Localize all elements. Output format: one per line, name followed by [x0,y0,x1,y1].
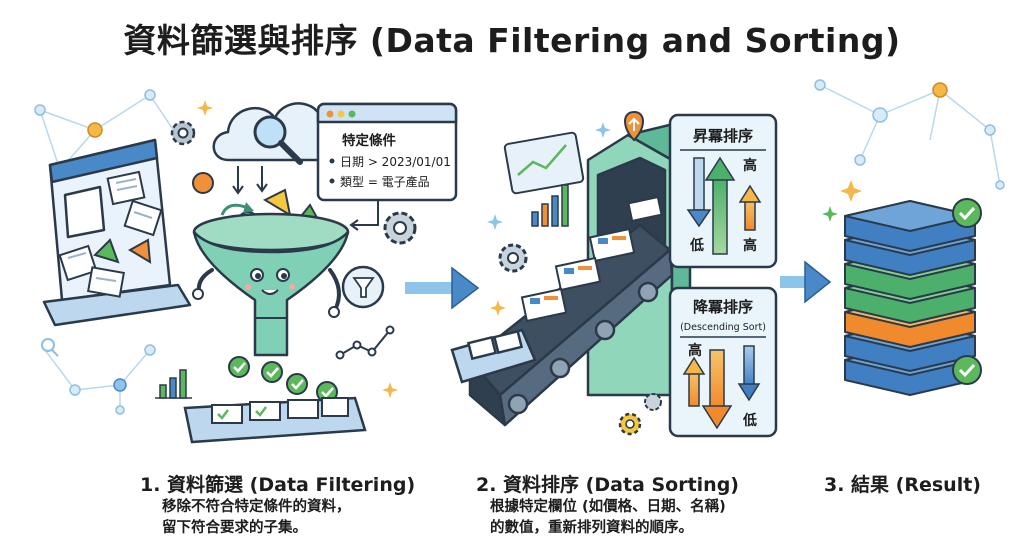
gear-icon [644,393,662,411]
ascending-high-label: 高 [743,157,757,174]
descending-subheading: (Descending Sort) [680,322,766,333]
step-2-line-1: 根據特定欄位 (如價格、日期、名稱) [490,499,726,515]
step-2-line-2: 的數值，重新排列資料的順序。 [490,520,693,536]
step-1-line-2: 留下符合要求的子集。 [162,520,307,536]
gear-icon [170,120,196,146]
ascending-sort-panel [668,113,778,269]
funnel-mascot-illustration [192,188,350,357]
step-3-heading: 3. 結果 (Result) [824,474,981,496]
filter-card-heading: 特定條件 [342,132,396,149]
checkmark-icon [952,198,982,385]
bar-chart-icon [531,184,569,227]
gear-icon [383,211,417,245]
page-title: 資料篩選與排序 (Data Filtering and Sorting) [123,21,901,60]
filter-condition-type: 類型 = 電子產品 [340,174,430,189]
step-1-line-1: 移除不符合特定條件的資料， [162,499,351,515]
sorted-data-card [520,195,663,323]
step-2-description: 根據特定欄位 (如價格、日期、名稱) 的數值，重新排列資料的順序。 [490,497,726,539]
step-1-description: 移除不符合特定條件的資料， 留下符合要求的子集。 [162,497,351,539]
filter-condition-card [316,102,458,231]
checkmark-icon [228,356,338,403]
descending-low-label: 低 [742,412,757,429]
result-data-stack [844,200,976,396]
network-decoration-left [39,94,181,171]
filtered-data-tray [183,396,367,444]
network-decoration-bottom-left [44,349,151,410]
cloud-search-icon [212,102,338,165]
gear-icon [498,243,528,273]
descending-high-label: 高 [688,342,702,359]
descending-sort-panel [668,286,778,438]
gear-icon [618,412,642,436]
upload-pin-icon [624,110,644,142]
trend-line-icon [339,329,391,356]
ascending-low-label: 低 [689,237,704,254]
step-1-heading: 1. 資料篩選 (Data Filtering) [140,474,416,496]
ascending-high-label-2: 高 [743,237,757,254]
magnifier-small-icon [41,338,59,357]
flow-arrow-2 [780,260,832,304]
descending-heading: 降冪排序 [693,298,753,316]
flow-arrow-1 [405,266,480,310]
input-tray [450,328,537,384]
bar-chart-icon [155,369,192,399]
network-decoration-right [819,84,1001,186]
line-chart-window-icon [503,131,585,195]
ascending-heading: 昇冪排序 [693,127,753,145]
step-2-heading: 2. 資料排序 (Data Sorting) [476,474,739,496]
filter-condition-date: 日期 > 2023/01/01 [340,155,451,169]
filter-speech-bubble-icon [341,265,385,309]
browser-window-illustration [42,138,192,327]
